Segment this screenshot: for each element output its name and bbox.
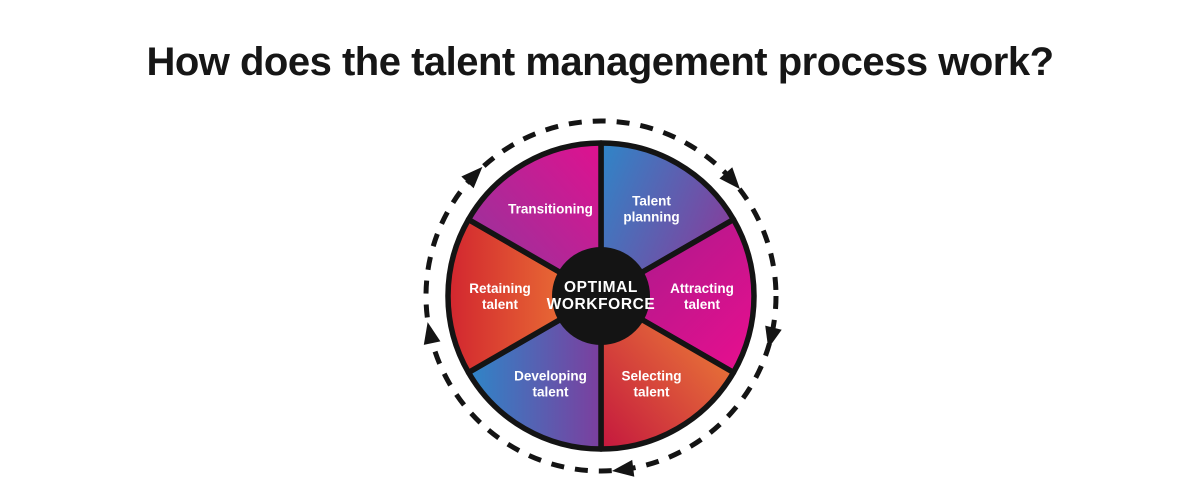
center-circle <box>552 247 650 345</box>
clockwise-arrow-icon <box>765 325 782 349</box>
segment-retaining-talent <box>445 216 604 376</box>
segment-selecting-talent <box>598 293 737 452</box>
clockwise-arrow-icon <box>719 167 740 190</box>
center-label-line1: OPTIMAL <box>564 279 638 296</box>
segment-attracting-talent <box>598 216 757 376</box>
segment-label-transitioning: Transitioning <box>508 202 593 217</box>
segment-developing-talent <box>465 293 604 452</box>
segment-transitioning <box>465 140 604 299</box>
page-title: How does the talent management process w… <box>146 40 1054 84</box>
cycle-dashed-ring <box>423 118 779 474</box>
clockwise-arrow-icon <box>461 166 483 189</box>
center-label-line2: WORKFORCE <box>547 296 656 313</box>
clockwise-arrow-icon <box>611 459 635 477</box>
segment-talent-planning <box>598 140 737 299</box>
clockwise-arrow-icon <box>423 322 441 345</box>
